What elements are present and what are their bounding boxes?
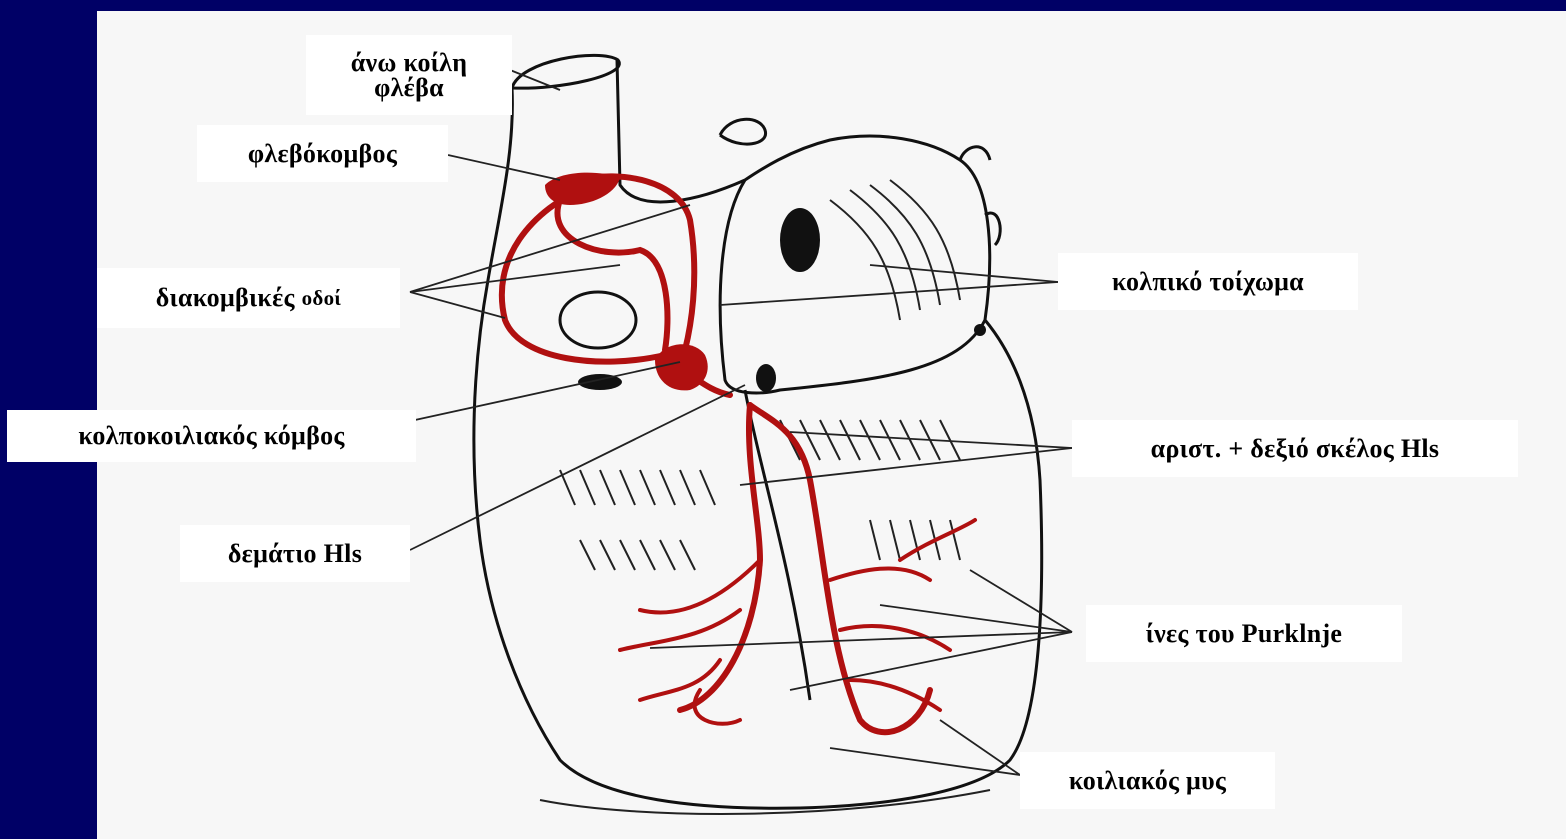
label-internodal-small-text: οδοί — [302, 284, 342, 312]
label-av-node-text: κολποκοιλιακός κόμβος — [78, 422, 344, 450]
leader-atrial-wall-1 — [870, 265, 1058, 282]
leader-internodal-1 — [410, 205, 690, 292]
label-his-bundle: δεμάτιο Hls — [180, 525, 410, 582]
conduction-system — [502, 176, 975, 732]
label-superior-vena-cava-line1: άνω κοίλη — [351, 50, 468, 75]
leader-purkinje-1 — [970, 570, 1072, 632]
vessel-stub-1 — [720, 119, 766, 144]
label-ventricular-muscle: κοιλιακός μυς — [1020, 752, 1275, 809]
label-atrial-wall-text: κολπικό τοίχωμα — [1112, 268, 1304, 296]
label-superior-vena-cava-line2: φλέβα — [374, 75, 444, 100]
atrium-inner — [720, 180, 985, 393]
septum-line — [745, 390, 810, 700]
vena-cava-top — [512, 55, 619, 88]
label-superior-vena-cava: άνω κοίλη φλέβα — [306, 35, 512, 115]
right-bundle-branch — [680, 405, 760, 710]
leader-atrial-wall-2 — [720, 282, 1058, 305]
heart-body — [474, 60, 1042, 808]
label-bundle-branches-text: αριστ. + δεξιό σκέλος Hls — [1151, 435, 1440, 463]
internodal-pathway-anterior — [502, 185, 665, 362]
vessel-stub-2 — [960, 147, 990, 160]
label-av-node: κολποκοιλιακός κόμβος — [7, 410, 416, 462]
leader-branches-2 — [740, 448, 1072, 485]
label-internodal-pathways: διακομβικές οδοί — [97, 268, 400, 328]
leader-purkinje-2 — [880, 605, 1072, 632]
label-bundle-branches: αριστ. + δεξιό σκέλος Hls — [1072, 420, 1518, 477]
label-purkinje-fibers: ίνες του Purklnje — [1086, 605, 1402, 662]
leader-sinus-node — [448, 155, 560, 180]
label-purkinje-fibers-text: ίνες του Purklnje — [1146, 620, 1343, 648]
sinus-node-shape — [545, 173, 620, 205]
label-sinus-node-text: φλεβόκομβος — [248, 140, 397, 168]
label-internodal-main-text: διακομβικές — [156, 284, 295, 312]
leader-av-node — [415, 362, 680, 420]
label-sinus-node: φλεβόκομβος — [197, 125, 448, 182]
shading — [540, 180, 990, 814]
av-node-shape — [655, 344, 708, 390]
internodal-pathway-posterior — [557, 200, 667, 350]
label-his-bundle-text: δεμάτιο Hls — [228, 540, 362, 568]
purkinje-fibers-left — [620, 560, 760, 724]
leader-ventricle-2 — [830, 748, 1020, 775]
label-ventricular-muscle-text: κοιλιακός μυς — [1069, 767, 1226, 795]
valve-ring — [560, 292, 636, 348]
leader-internodal-2 — [410, 265, 620, 292]
label-atrial-wall: κολπικό τοίχωμα — [1058, 253, 1358, 310]
leader-ventricle-1 — [940, 720, 1020, 775]
leader-internodal-3 — [410, 292, 505, 318]
heart-outline — [474, 55, 1042, 808]
